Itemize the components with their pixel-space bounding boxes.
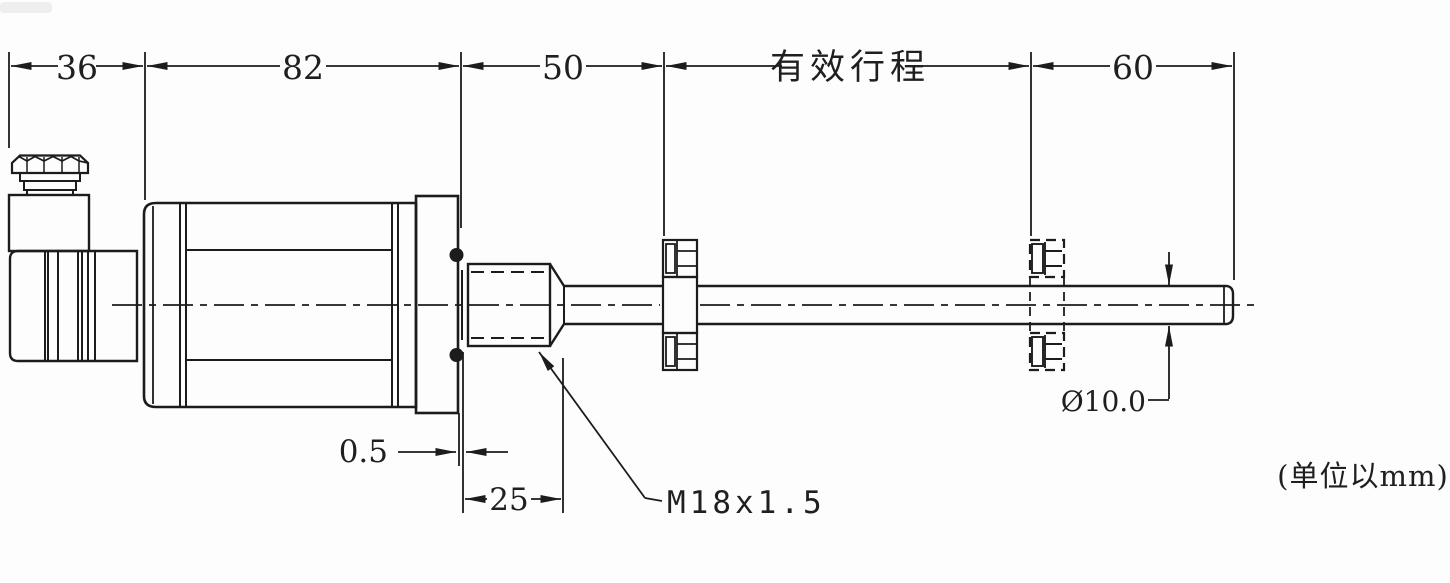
position-magnet (661, 238, 699, 372)
thread-spec-label: M18x1.5 (667, 485, 826, 521)
position-magnet-alt-detail-top (1031, 242, 1062, 275)
dim-stroke-label: 有效行程 (770, 48, 930, 88)
position-magnet-alt-detail-bottom (1031, 335, 1062, 368)
position-magnet-alt (1028, 238, 1066, 372)
connector-gland-nut (10, 154, 90, 175)
dim-flange-gap (398, 352, 508, 513)
thread-length-label: 25 (489, 482, 528, 518)
dim-50-label: 50 (542, 48, 584, 87)
top-dimension-chain (8, 52, 1235, 280)
thread-section (461, 262, 566, 348)
dim-60-label: 60 (1112, 48, 1154, 87)
dim-rod-diameter (1148, 252, 1173, 401)
scan-artifact (0, 2, 52, 13)
position-magnet-detail-bottom (665, 333, 697, 370)
flange-gap-label: 0.5 (339, 434, 388, 470)
sensor-rod (564, 284, 1235, 326)
sensor-body (142, 201, 418, 409)
dim-82-label: 82 (282, 48, 324, 87)
connector-neck (19, 172, 81, 196)
connector-upper-housing (7, 193, 91, 253)
connector-lower-housing (8, 249, 139, 363)
dim-36-label: 36 (56, 48, 98, 87)
thread-spec-leader (538, 351, 663, 502)
cable-connector (7, 154, 139, 363)
units-note: (单位以mm) (1277, 459, 1449, 493)
top-dimension-labels: 36 82 50 有效行程 60 (56, 48, 1154, 88)
sensor-body-outline (142, 201, 418, 409)
position-magnet-detail-top (665, 240, 697, 277)
rod-diameter-label: Ø10.0 (1061, 385, 1146, 418)
o-ring-seal-bottom (449, 348, 464, 362)
o-ring-seal-top (449, 248, 464, 262)
